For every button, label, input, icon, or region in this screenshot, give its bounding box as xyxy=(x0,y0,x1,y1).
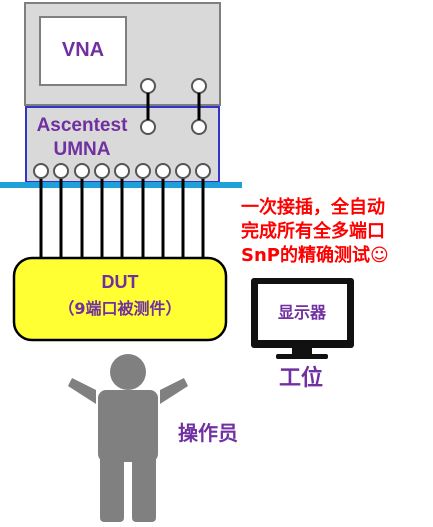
callout-line2: 完成所有全多端口 xyxy=(241,220,385,242)
umna-output-ports xyxy=(33,163,211,179)
umna-input-port-1 xyxy=(140,119,156,135)
umna-label-line2: UMNA xyxy=(54,139,111,160)
vna-label: VNA xyxy=(62,39,104,61)
dut-block: DUT （9端口被测件） xyxy=(12,256,228,342)
monitor-label: 显示器 xyxy=(278,303,327,322)
callout-line1: 一次接插，全自动 xyxy=(241,196,385,218)
vna-port-1 xyxy=(140,78,156,94)
callout-line3: SnP的精确测试☺ xyxy=(241,244,389,266)
umna-label-line1: Ascentest xyxy=(37,115,128,136)
workstation-label: 工位 xyxy=(279,365,323,391)
dut-label-line2: （9端口被测件） xyxy=(58,299,181,318)
operator-icon xyxy=(68,354,188,522)
operator-label: 操作员 xyxy=(178,421,238,445)
vna-instrument: VNA xyxy=(24,2,221,106)
monitor-icon: 显示器 xyxy=(251,278,354,359)
callout: 一次接插，全自动 完成所有全多端口 SnP的精确测试☺ xyxy=(241,196,389,266)
vna-port-2 xyxy=(191,78,207,94)
umna-input-port-2 xyxy=(191,119,207,135)
dut-label-line1: DUT xyxy=(102,272,139,292)
dut-cables xyxy=(39,178,205,265)
